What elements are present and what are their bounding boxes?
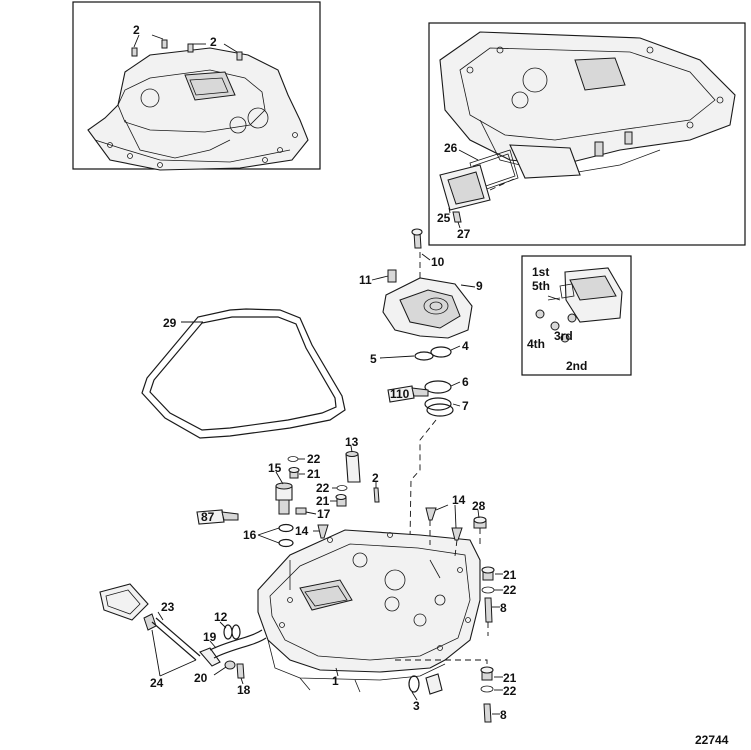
callout-5: 5 xyxy=(370,352,377,366)
callout-11: 11 xyxy=(359,273,372,287)
gear-label-5th: 5th xyxy=(532,279,550,293)
right-fittings xyxy=(395,566,503,723)
gear-label-2nd: 2nd xyxy=(566,359,587,373)
valve-body-9 xyxy=(371,228,476,339)
callout-21-c: 21 xyxy=(503,568,517,582)
gear-label-1st: 1st xyxy=(532,265,549,279)
gear-label-3rd: 3rd xyxy=(554,329,573,343)
callout-21-b: 21 xyxy=(316,494,330,508)
callout-13: 13 xyxy=(345,435,359,449)
callout-18: 18 xyxy=(237,683,251,697)
callout-14-b: 14 xyxy=(452,493,466,507)
callout-17: 17 xyxy=(317,507,331,521)
callout-1: 1 xyxy=(332,674,339,688)
inset-block-view xyxy=(72,1,321,171)
callout-2-c: 2 xyxy=(372,471,379,485)
callout-16: 16 xyxy=(243,528,257,542)
callout-21-a: 21 xyxy=(307,467,321,481)
callout-2-b: 2 xyxy=(210,35,217,49)
callout-8-a: 8 xyxy=(500,601,507,615)
tube-87-label: 87 xyxy=(201,510,215,524)
callout-22-d: 22 xyxy=(503,684,517,698)
callout-7: 7 xyxy=(462,399,469,413)
callout-29: 29 xyxy=(163,316,177,330)
callout-3: 3 xyxy=(413,699,420,713)
callout-4: 4 xyxy=(462,339,469,353)
callout-26: 26 xyxy=(444,141,458,155)
pan-fittings: 87 xyxy=(196,445,487,557)
callout-2-a: 2 xyxy=(133,23,140,37)
oil-pan-1 xyxy=(257,529,481,693)
callout-12: 12 xyxy=(214,610,228,624)
callout-15: 15 xyxy=(268,461,282,475)
callout-22-a: 22 xyxy=(307,452,321,466)
hose-assembly xyxy=(99,583,267,685)
seal-ring-29 xyxy=(141,308,346,439)
o-rings: 110 xyxy=(379,345,461,541)
callout-19: 19 xyxy=(203,630,217,644)
tube-110-label: 110 xyxy=(390,387,410,401)
inset-gear-connector xyxy=(521,255,632,376)
callout-24: 24 xyxy=(150,676,164,690)
callout-labels: 2 2 26 25 27 10 11 9 29 5 4 6 7 13 22 15… xyxy=(133,23,517,722)
callout-9: 9 xyxy=(476,279,483,293)
callout-23: 23 xyxy=(161,600,175,614)
callout-22-c: 22 xyxy=(503,583,517,597)
callout-25: 25 xyxy=(437,211,451,225)
callout-8-b: 8 xyxy=(500,708,507,722)
callout-21-d: 21 xyxy=(503,671,517,685)
inset-head-view xyxy=(428,22,746,246)
callout-20: 20 xyxy=(194,671,208,685)
callout-22-b: 22 xyxy=(316,481,330,495)
callout-28: 28 xyxy=(472,499,486,513)
gear-label-4th: 4th xyxy=(527,337,545,351)
callout-27: 27 xyxy=(457,227,471,241)
diagram-id: 22744 xyxy=(695,733,729,747)
callout-6: 6 xyxy=(462,375,469,389)
gear-labels: 1st 5th 4th 3rd 2nd xyxy=(527,265,587,373)
callout-14-a: 14 xyxy=(295,524,309,538)
callout-10: 10 xyxy=(431,255,445,269)
drain-plug-3 xyxy=(408,673,443,701)
